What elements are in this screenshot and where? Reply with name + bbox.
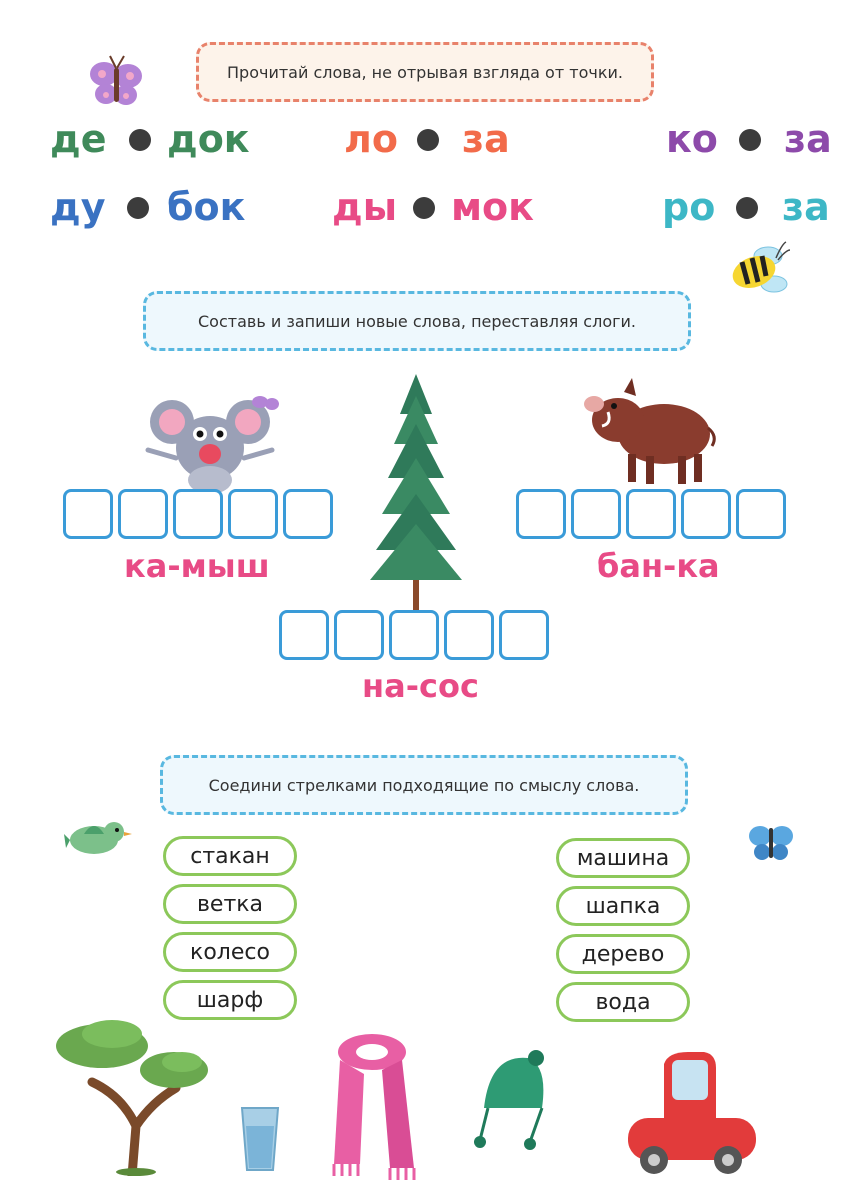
word-kamysh: ка-мыш [124,547,270,585]
word-pill-mashina[interactable]: машина [556,838,690,878]
car-icon [628,1052,756,1174]
letter-box[interactable] [389,610,439,660]
instruction-read-text: Прочитай слова, не отрывая взгляда от то… [227,62,623,82]
syllable-mok: мок [451,185,534,229]
word-pill-label: стакан [190,843,270,869]
tree-icon [56,1020,208,1176]
focus-dot [736,197,758,219]
word-pill-koleso[interactable]: колесо [163,932,297,972]
focus-dot [129,129,151,151]
syllable-za: за [782,185,830,229]
syllable-za: за [462,117,510,161]
word-banka: бан-ка [597,547,720,585]
syllable-bok: бок [167,185,246,229]
syllable-du: ду [50,185,106,229]
butterfly-icon [749,826,793,860]
word-pill-label: колесо [190,939,270,965]
letter-box[interactable] [63,489,113,539]
syllable-de: де [50,117,107,161]
letter-box[interactable] [516,489,566,539]
word-pill-label: шапка [585,893,661,919]
letter-box[interactable] [626,489,676,539]
instruction-connect: Соедини стрелками подходящие по смыслу с… [160,755,688,815]
letter-box[interactable] [283,489,333,539]
syllable-za: за [784,117,832,161]
boar-icon [584,378,716,484]
word-pill-derevo[interactable]: дерево [556,934,690,974]
word-pill-label: машина [576,845,670,871]
instruction-connect-text: Соедини стрелками подходящие по смыслу с… [208,775,640,795]
syllable-dok: док [167,117,250,161]
instruction-read: Прочитай слова, не отрывая взгляда от то… [196,42,654,102]
letter-box[interactable] [571,489,621,539]
letter-box[interactable] [499,610,549,660]
pine-tree-icon [370,374,462,610]
letter-box[interactable] [444,610,494,660]
mouse-icon [145,396,279,492]
syllable-dy: ды [332,185,398,229]
focus-dot [413,197,435,219]
syllable-ko: ко [666,117,718,161]
focus-dot [417,129,439,151]
bird-icon [64,822,132,854]
syllable-ro: ро [662,185,716,229]
word-pill-label: шарф [196,987,264,1013]
letter-box[interactable] [228,489,278,539]
butterfly-icon [90,55,142,105]
word-pill-label: ветка [196,891,264,917]
letter-box[interactable] [681,489,731,539]
hat-icon [474,1050,544,1150]
glass-icon [240,1107,280,1171]
word-nasos: на-сос [362,667,479,705]
word-pill-stakan[interactable]: стакан [163,836,297,876]
word-pill-label: вода [595,989,651,1015]
word-pill-vetka[interactable]: ветка [163,884,297,924]
letter-box[interactable] [279,610,329,660]
word-pill-shapka[interactable]: шапка [556,886,690,926]
letter-box[interactable] [173,489,223,539]
word-pill-label: дерево [581,941,665,967]
focus-dot [127,197,149,219]
letter-box[interactable] [334,610,384,660]
scarf-icon [332,1034,416,1180]
focus-dot [739,129,761,151]
word-pill-voda[interactable]: вода [556,982,690,1022]
word-pill-sharf[interactable]: шарф [163,980,297,1020]
instruction-compose: Составь и запиши новые слова, переставля… [143,291,691,351]
bee-icon [732,241,791,293]
syllable-lo: ло [344,117,398,161]
letter-box[interactable] [118,489,168,539]
letter-box[interactable] [736,489,786,539]
instruction-compose-text: Составь и запиши новые слова, переставля… [198,311,636,331]
